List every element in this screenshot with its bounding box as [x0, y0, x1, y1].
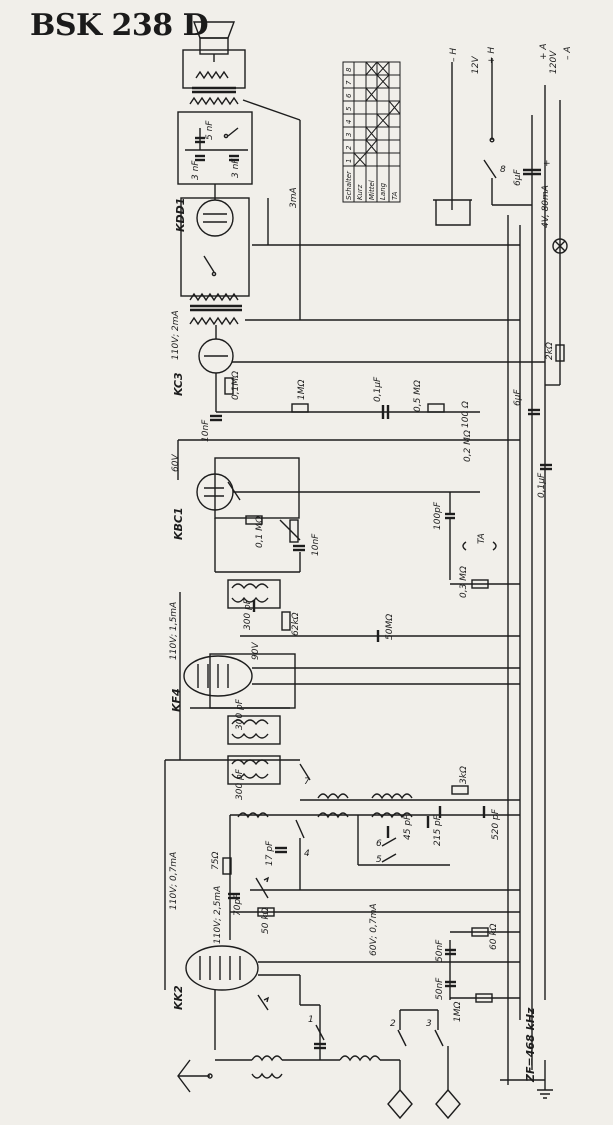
label-r50m: 50MΩ	[385, 614, 395, 640]
label-c100pf: 100pF	[433, 501, 443, 530]
schematic-title: BSK 238 D	[30, 8, 209, 43]
tube-label-kdd1: KDD1	[174, 198, 187, 232]
label-c300pf-a: 300 pF	[243, 598, 253, 630]
switch-table	[342, 61, 401, 203]
supply-bus	[500, 85, 561, 1099]
label-lamp: 4V, 80mA	[541, 185, 551, 228]
label-r60k: 60 kΩ	[489, 923, 499, 950]
label-r2k: 2kΩ	[545, 342, 555, 360]
switch-table-num-7: 7	[345, 80, 353, 85]
label-c215pf: 215 pF	[433, 814, 443, 846]
label-kk2-bias2: 110V; 2,5mA	[213, 886, 223, 944]
labels: KDD1 KC3 KBC1 KF4 KK2 5 nF 3 nF 3 nF 3mA…	[169, 43, 573, 1083]
label-minus-a: – A	[563, 46, 573, 60]
label-v120: 120V	[549, 50, 559, 74]
output-stage	[177, 49, 520, 326]
switch-table-num-2: 2	[345, 145, 353, 150]
label-plus-a: + A	[539, 43, 549, 60]
label-plus-h: + H	[487, 47, 497, 64]
label-r75: 75Ω	[211, 852, 221, 870]
label-kk2-bias1: 110V; 0,7mA	[169, 852, 179, 910]
label-c3nf-a: 3 nF	[191, 160, 201, 180]
label-c520pf: 520 pF	[491, 808, 501, 840]
switch-table-num-3: 3	[345, 133, 353, 137]
label-r1m-b: 1MΩ	[453, 1002, 463, 1022]
label-i3ma: 3mA	[289, 187, 299, 208]
label-minus-h: – H	[449, 48, 459, 62]
label-v60: 60V	[171, 454, 181, 472]
label-r3k: 3kΩ	[459, 766, 469, 784]
label-kk2-bias3: 60V; 0,7mA	[369, 904, 379, 957]
label-c01uf: 0,1µF	[373, 376, 383, 402]
switch-table-num-5: 5	[345, 106, 353, 111]
label-kf4-bias: 110V; 1,5mA	[169, 602, 179, 660]
label-r62k: 62kΩ	[291, 612, 301, 636]
switch-table-header: Schalter	[345, 170, 353, 200]
label-r01m: 0,1MΩ	[231, 371, 241, 400]
tube-label-kbc1: KBC1	[172, 507, 185, 540]
label-r05m: 0,5 MΩ	[413, 380, 423, 412]
tube-label-kf4: KF4	[170, 688, 183, 712]
label-sw3: 3	[426, 1019, 432, 1029]
antenna-input	[177, 1046, 461, 1120]
kbc1-stage	[196, 457, 520, 589]
label-r03m: 0,3 MΩ	[459, 566, 469, 598]
label-c70pf: 70pF	[233, 893, 243, 916]
label-sw8: 8	[500, 165, 506, 175]
switch-table-num-6: 6	[345, 93, 353, 98]
label-sw6: 6	[376, 839, 382, 849]
label-c5nf: 5 nF	[205, 120, 215, 140]
label-c6uf-a: 6µF	[513, 389, 523, 406]
label-c300pf-c: 300 pF	[235, 768, 245, 800]
label-r1m: 1MΩ	[297, 380, 307, 400]
label-v12: 12V	[471, 56, 481, 74]
label-c17pf: 17 pF	[265, 840, 275, 866]
loudspeaker-icon	[192, 21, 236, 62]
kc3-stage	[177, 325, 545, 480]
label-zf: ZF=468 kHz	[524, 1007, 537, 1083]
switch-table-row-ta: TA	[391, 191, 399, 200]
switch-table-row-lang: Lang	[379, 182, 387, 200]
label-c10nf-a: 10nF	[201, 419, 211, 442]
power-input	[433, 58, 568, 471]
label-r50k: 50 kΩ	[261, 907, 271, 934]
tube-label-kc3: KC3	[172, 372, 185, 396]
label-sw2: 2	[390, 1019, 396, 1029]
label-c6uf-b: 6µF	[513, 169, 523, 186]
label-c300pf-b: 300 pF	[235, 698, 245, 730]
label-sw5: 5	[376, 855, 382, 865]
label-c3nf-b: 3 nF	[231, 158, 241, 178]
label-c50nf-b: 50nF	[435, 977, 445, 1000]
label-v90: 90V	[251, 642, 261, 660]
label-c50nf-a: 50nF	[435, 939, 445, 962]
label-c10nf-b: 10nF	[311, 533, 321, 556]
switch-table-num-4: 4	[345, 120, 353, 124]
label-c45pf: 45 pF	[403, 814, 413, 840]
label-plus: +	[543, 159, 551, 169]
label-r02m: 0,2 MΩ	[463, 430, 473, 462]
label-kc3-bias: 110V; 2mA	[171, 310, 181, 360]
label-c01uf-b: 0,1µF	[537, 472, 547, 498]
kk2-stage	[164, 755, 520, 1060]
label-ta: TA	[477, 533, 487, 544]
switch-table-row-kurz: Kurz	[356, 184, 364, 200]
switch-table-row-mittel: Mittel	[368, 180, 376, 200]
switch-table-num-1: 1	[345, 159, 353, 163]
label-r100: 100 Ω	[461, 401, 471, 428]
label-r01m-b: 0,1 MΩ	[255, 516, 265, 548]
switch-table-num-8: 8	[345, 67, 353, 72]
tube-label-kk2: KK2	[172, 985, 185, 1010]
label-sw1: 1	[308, 1015, 314, 1025]
label-sw4: 4	[304, 849, 310, 859]
kf4-stage	[179, 579, 520, 760]
label-sw7: 7	[304, 777, 310, 787]
